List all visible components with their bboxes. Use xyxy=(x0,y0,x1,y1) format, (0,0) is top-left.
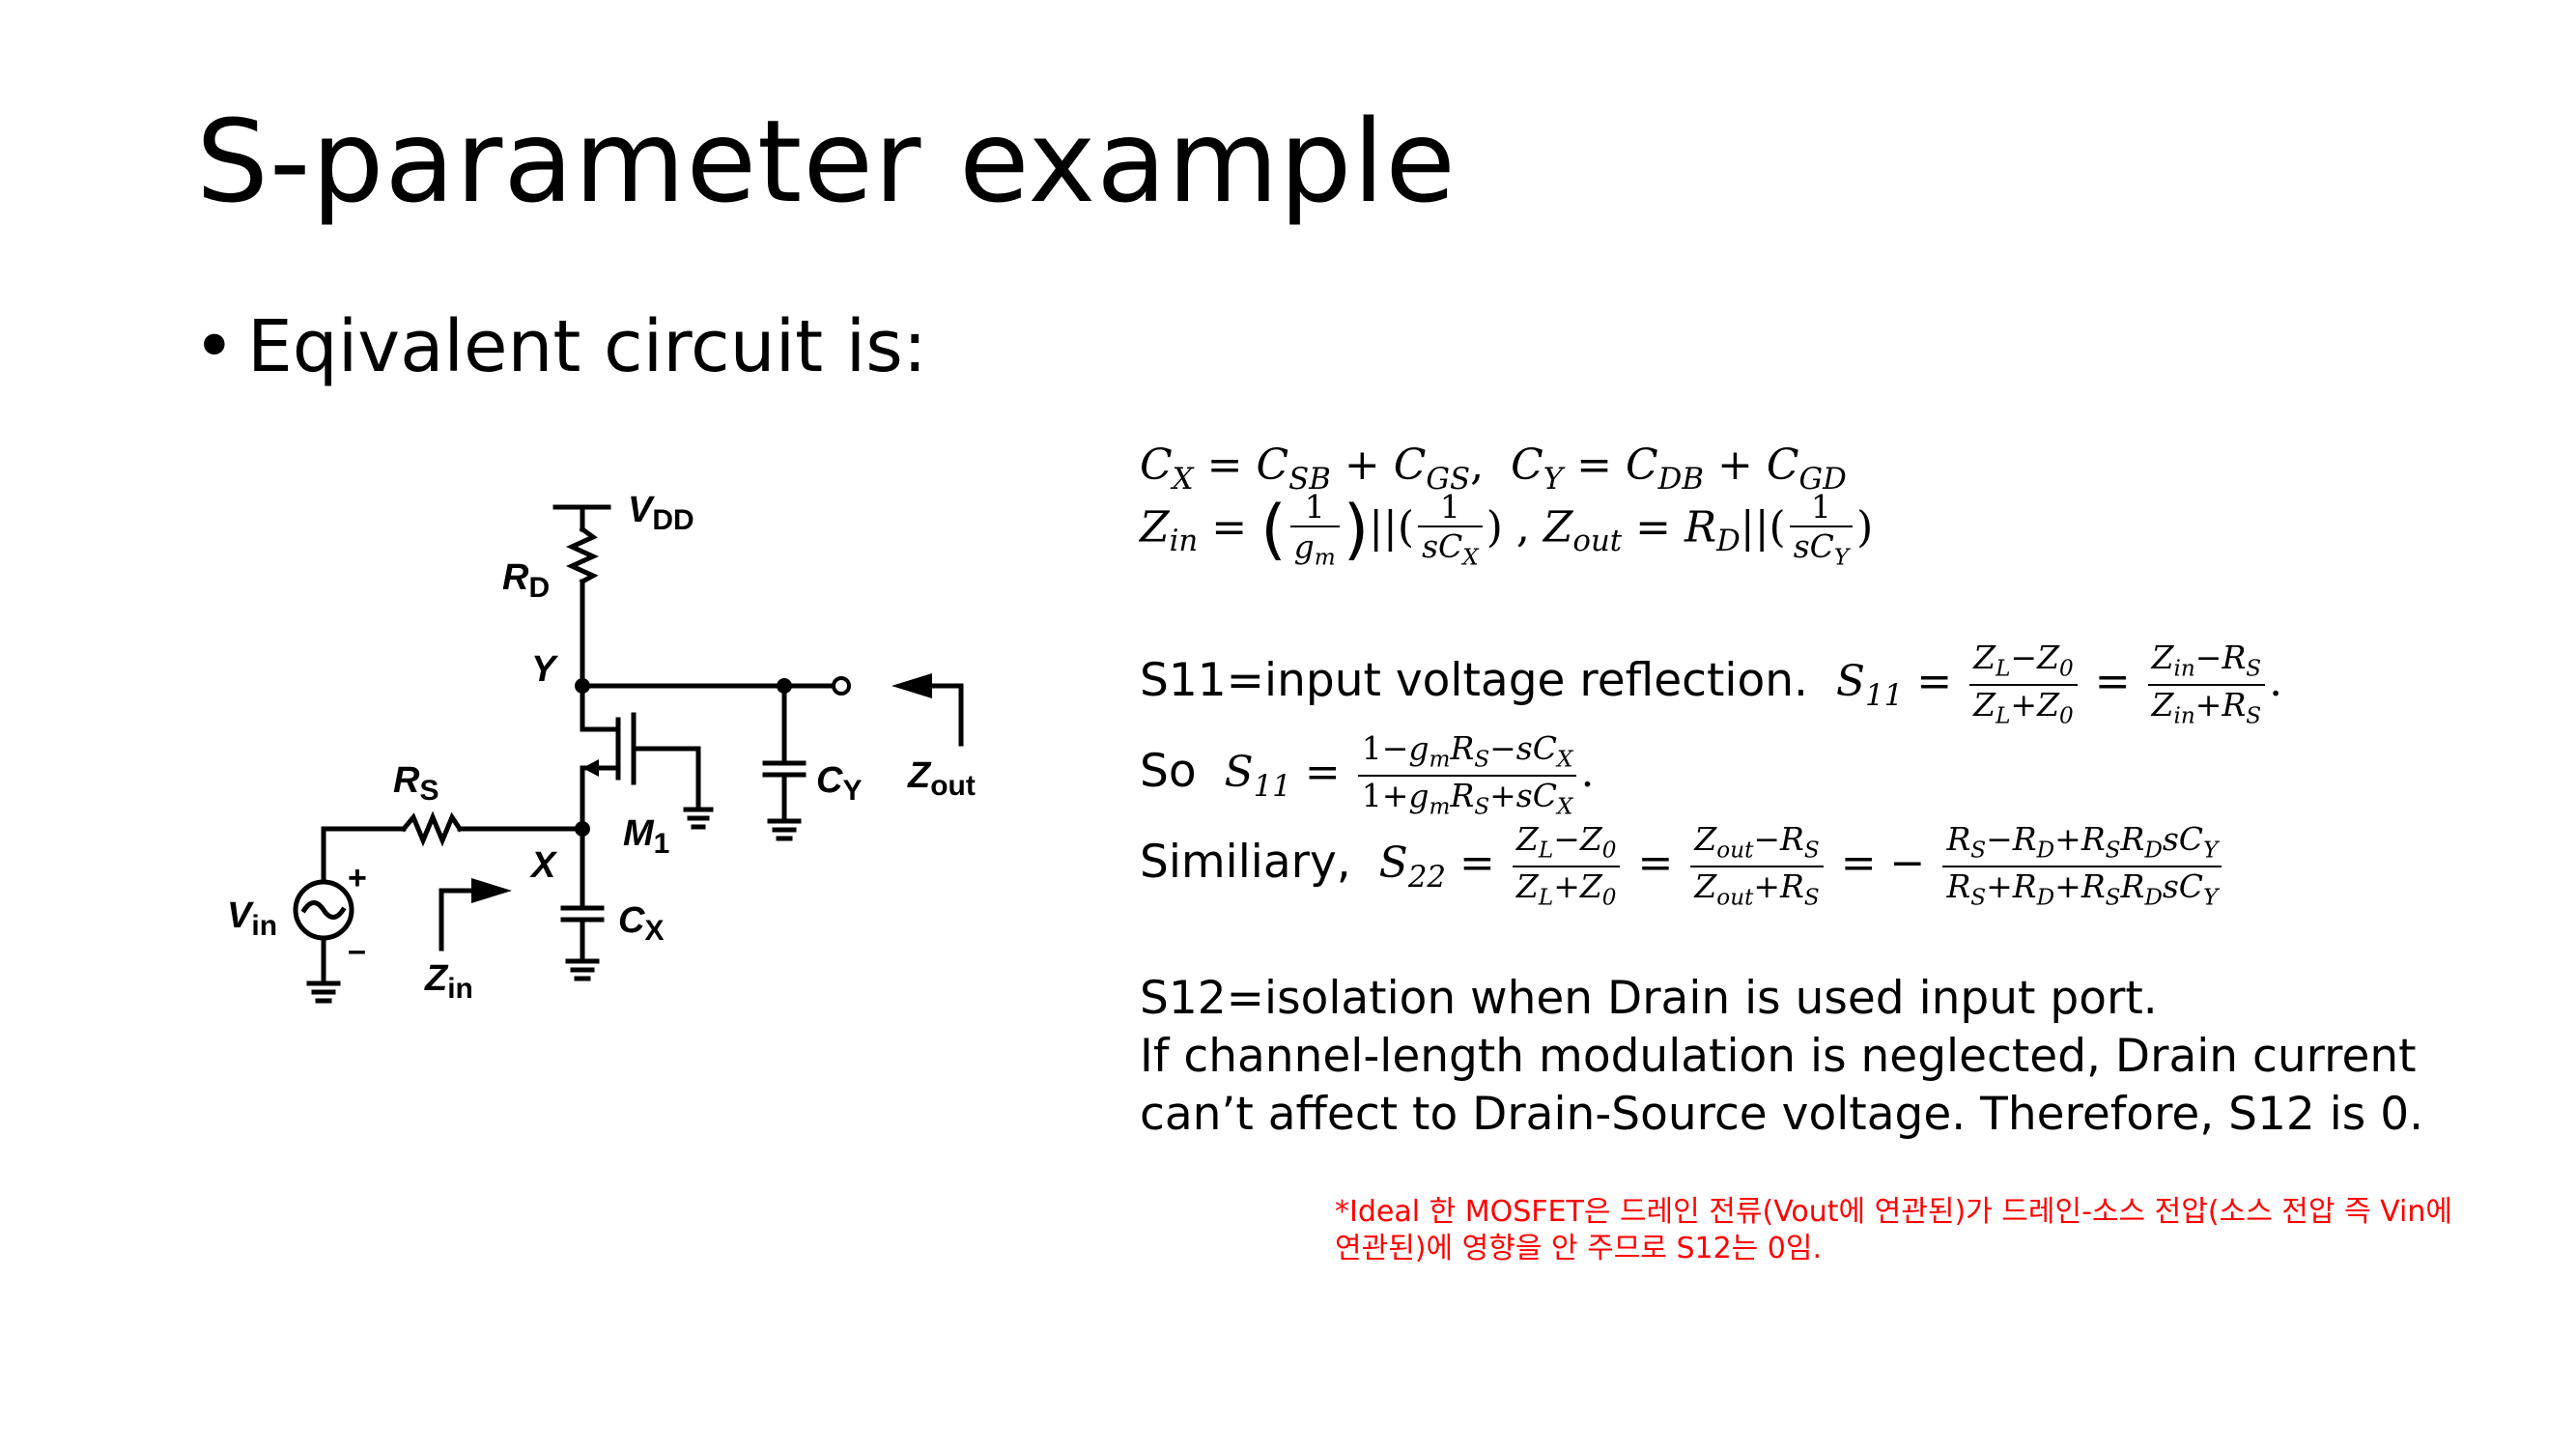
label-plus: + xyxy=(348,860,367,896)
label-rs: RS xyxy=(393,760,439,807)
similiary-label: Similiary, xyxy=(1140,836,1351,890)
label-cy: CY xyxy=(816,760,862,807)
label-zout: Zout xyxy=(907,755,976,802)
korean-note: *Ideal 한 MOSFET은 드레인 전류(Vout에 연관된)가 드레인-… xyxy=(1335,1195,2452,1265)
slide-title: S-parameter example xyxy=(196,95,1457,228)
label-cx: CX xyxy=(618,900,664,947)
s12-line-2: If channel-length modulation is neglecte… xyxy=(1140,1030,2417,1083)
label-x: X xyxy=(529,845,558,886)
circuit-diagram: VDD RD Y RS X M1 CY CX Zout Zin Vin + – xyxy=(227,490,976,1005)
label-m1: M1 xyxy=(623,813,669,860)
s12-line-1: S12=isolation when Drain is used input p… xyxy=(1140,972,2158,1025)
label-minus: – xyxy=(348,932,366,969)
equation-cx-cy: CX = CSB + CGS, CY = CDB + CGD xyxy=(1140,440,1847,497)
label-y: Y xyxy=(531,649,559,690)
s11-line: S11=input voltage reflection. S11 = ZL−Z… xyxy=(1140,641,2282,727)
bullet-item: •Eqivalent circuit is: xyxy=(193,311,927,383)
label-vdd: VDD xyxy=(628,490,694,536)
label-vin: Vin xyxy=(227,895,277,942)
s11-intro: S11=input voltage reflection. xyxy=(1140,654,1808,708)
s12-line-3: can’t affect to Drain-Source voltage. Th… xyxy=(1140,1088,2424,1141)
so-label: So xyxy=(1140,745,1197,799)
bullet-text: Eqivalent circuit is: xyxy=(247,305,927,388)
label-zin: Zin xyxy=(424,958,473,1005)
label-rd: RD xyxy=(502,557,550,604)
bullet-dot-icon: • xyxy=(193,305,236,388)
